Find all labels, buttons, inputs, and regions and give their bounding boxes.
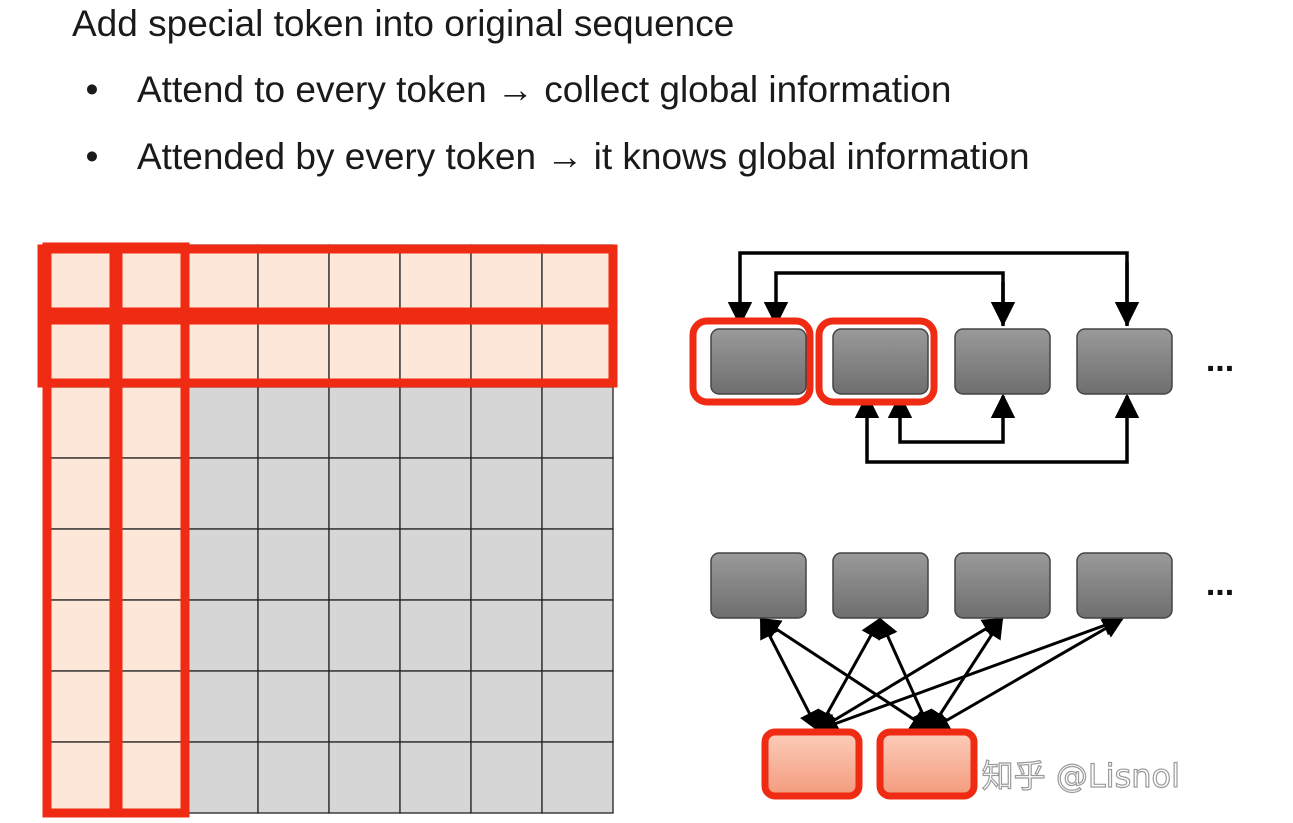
matrix-cell — [399, 457, 472, 530]
matrix-cell — [186, 457, 259, 530]
matrix-cell — [470, 670, 543, 743]
matrix-cell-special — [44, 457, 117, 530]
matrix-cell-special — [541, 244, 614, 317]
matrix-cell-special — [115, 741, 188, 814]
attend-arrows — [727, 251, 1140, 464]
token-box — [1076, 552, 1173, 619]
matrix-cell-special — [44, 315, 117, 388]
matrix-cell-special — [399, 244, 472, 317]
attention-matrix — [37, 242, 618, 818]
ellipsis-text: ... — [1206, 341, 1234, 379]
matrix-cell — [186, 528, 259, 601]
matrix-cell-special — [115, 386, 188, 459]
token-box — [832, 328, 929, 395]
matrix-cell — [470, 386, 543, 459]
attended-arrows — [759, 615, 1124, 734]
token-box — [710, 328, 807, 395]
token-box — [954, 552, 1051, 619]
matrix-cell — [257, 386, 330, 459]
matrix-cell — [257, 599, 330, 672]
matrix-cell — [328, 599, 401, 672]
matrix-cell — [399, 670, 472, 743]
matrix-cell-special — [44, 599, 117, 672]
highlight-row-special — [37, 315, 618, 388]
matrix-cell — [186, 741, 259, 814]
matrix-cell — [541, 457, 614, 530]
matrix-cell — [541, 670, 614, 743]
bullet-text: Attended by every token → it knows globa… — [137, 136, 1030, 177]
matrix-cell — [257, 670, 330, 743]
matrix-cell — [470, 457, 543, 530]
matrix-cell — [328, 670, 401, 743]
matrix-cell-special — [328, 244, 401, 317]
matrix-cell — [399, 386, 472, 459]
matrix-cell-special — [115, 528, 188, 601]
matrix-cell-special — [44, 528, 117, 601]
ellipsis-text: ... — [1206, 565, 1234, 603]
bullet-marker: • — [85, 69, 99, 110]
highlight-column-special — [113, 242, 190, 818]
matrix-cell — [399, 528, 472, 601]
matrix-cell-special — [115, 244, 188, 317]
matrix-cell-special — [44, 244, 117, 317]
matrix-cell-special — [186, 244, 259, 317]
matrix-cell-special — [257, 315, 330, 388]
matrix-cell — [541, 386, 614, 459]
matrix-cell — [470, 741, 543, 814]
matrix-cell — [399, 599, 472, 672]
matrix-cell — [328, 528, 401, 601]
matrix-cell — [186, 670, 259, 743]
bullet-marker: • — [85, 136, 99, 177]
matrix-cell-special — [257, 244, 330, 317]
matrix-cell-special — [115, 315, 188, 388]
matrix-cell-special — [328, 315, 401, 388]
matrix-cell — [541, 528, 614, 601]
matrix-cell-special — [115, 670, 188, 743]
matrix-cell-special — [44, 670, 117, 743]
matrix-cell — [257, 741, 330, 814]
matrix-cell-special — [186, 315, 259, 388]
special-token-box — [761, 728, 863, 800]
matrix-cell-special — [44, 741, 117, 814]
matrix-cell — [470, 599, 543, 672]
matrix-cell — [328, 457, 401, 530]
matrix-cell — [470, 528, 543, 601]
token-box — [1076, 328, 1173, 395]
matrix-cell — [399, 741, 472, 814]
token-box — [832, 552, 929, 619]
matrix-cell-special — [470, 244, 543, 317]
matrix-cell-special — [44, 386, 117, 459]
matrix-cell — [328, 741, 401, 814]
token-sequence-attended: ... — [710, 552, 1234, 800]
matrix-cell — [541, 741, 614, 814]
matrix-cell-special — [541, 315, 614, 388]
special-token-box — [876, 728, 978, 800]
matrix-cell — [257, 457, 330, 530]
token-box — [954, 328, 1051, 395]
bullet-text: Attend to every token → collect global i… — [137, 69, 952, 110]
slide-title: Add special token into original sequence — [72, 3, 735, 44]
watermark: 知乎 @Lisnol — [982, 757, 1180, 795]
matrix-cell-special — [115, 457, 188, 530]
matrix-cell — [186, 599, 259, 672]
matrix-cell-special — [470, 315, 543, 388]
matrix-cell — [186, 386, 259, 459]
matrix-cell-special — [399, 315, 472, 388]
token-box — [710, 552, 807, 619]
matrix-cell — [257, 528, 330, 601]
matrix-cell — [328, 386, 401, 459]
highlight-row-special — [37, 244, 618, 317]
token-sequence-attend: ... — [689, 251, 1234, 464]
matrix-cell-special — [115, 599, 188, 672]
matrix-cell — [541, 599, 614, 672]
